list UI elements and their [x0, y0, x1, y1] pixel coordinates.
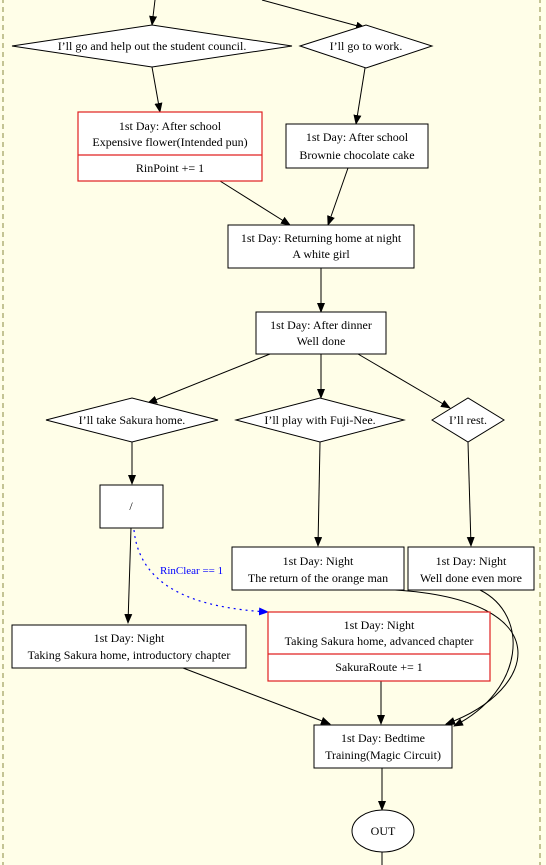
node-returning-home[interactable]: 1st Day: Returning home at night A white… — [227, 224, 415, 269]
node-after-school-flower[interactable]: 1st Day: After school Expensive flower(I… — [77, 111, 263, 182]
advanced-subtitle: Taking Sakura home, advanced chapter — [285, 634, 474, 648]
returning-subtitle: A white girl — [292, 247, 350, 261]
edge-dinner-to-sakura — [147, 353, 271, 404]
decision-go-work[interactable]: I’ll go to work. — [298, 24, 434, 69]
orange-subtitle: The return of the orange man — [248, 571, 388, 585]
edge-fuji-to-orange — [314, 441, 323, 547]
node-night-advanced[interactable]: 1st Day: Night Taking Sakura home, advan… — [267, 611, 491, 682]
slash-label: / — [129, 499, 133, 513]
decision-sakura-label: I’ll take Sakura home. — [79, 413, 186, 427]
intro-subtitle: Taking Sakura home, introductory chapter — [28, 648, 231, 662]
edge-intro-to-bedtime — [182, 667, 331, 725]
out-label: OUT — [371, 824, 396, 838]
edge-council-to-flower — [151, 66, 163, 113]
decision-take-sakura-home[interactable]: I’ll take Sakura home. — [45, 397, 219, 443]
edge-brownie-to-returning — [327, 167, 349, 226]
bedtime-title: 1st Day: Bedtime — [341, 731, 425, 745]
edges — [124, 0, 519, 865]
decision-rest-label: I’ll rest. — [449, 413, 487, 427]
node-night-intro[interactable]: 1st Day: Night Taking Sakura home, intro… — [11, 624, 247, 669]
welldone-title: 1st Day: Night — [436, 554, 507, 568]
decision-fuji-label: I’ll play with Fuji-Nee. — [264, 413, 375, 427]
node-night-well-done[interactable]: 1st Day: Night Well done even more — [407, 546, 535, 591]
edge-slash-to-advanced — [133, 529, 269, 616]
edge-rest-to-welldone — [466, 441, 475, 547]
returning-title: 1st Day: Returning home at night — [241, 231, 402, 245]
flower-effect: RinPoint += 1 — [136, 161, 204, 175]
decision-play-fuji-nee[interactable]: I’ll play with Fuji-Nee. — [234, 397, 406, 443]
intro-title: 1st Day: Night — [94, 631, 165, 645]
flower-title: 1st Day: After school — [119, 119, 222, 133]
dinner-title: 1st Day: After dinner — [270, 318, 372, 332]
node-night-orange[interactable]: 1st Day: Night The return of the orange … — [231, 546, 405, 591]
orange-title: 1st Day: Night — [283, 554, 354, 568]
node-after-school-brownie[interactable]: 1st Day: After school Brownie chocolate … — [285, 123, 429, 169]
edge-label-rin-clear: RinClear == 1 — [160, 565, 223, 577]
decision-help-council[interactable]: I’ll go and help out the student council… — [11, 24, 293, 68]
edge-into-go-work — [261, 0, 366, 30]
edge-work-to-brownie — [353, 67, 366, 125]
welldone-subtitle: Well done even more — [420, 571, 522, 585]
node-slash[interactable]: / — [99, 484, 164, 529]
flower-subtitle: Expensive flower(Intended pun) — [92, 135, 247, 149]
decision-rest[interactable]: I’ll rest. — [431, 397, 505, 443]
node-bedtime[interactable]: 1st Day: Bedtime Training(Magic Circuit) — [313, 724, 453, 769]
bedtime-subtitle: Training(Magic Circuit) — [325, 748, 441, 762]
edge-slash-to-intro — [124, 527, 133, 624]
brownie-subtitle: Brownie chocolate cake — [299, 148, 414, 162]
edge-into-help-council — [149, 0, 158, 26]
edge-welldone-to-bedtime — [453, 589, 514, 727]
advanced-title: 1st Day: Night — [344, 618, 415, 632]
advanced-effect: SakuraRoute += 1 — [335, 660, 423, 674]
edge-dinner-to-rest — [357, 353, 451, 409]
decision-help-council-label: I’ll go and help out the student council… — [58, 39, 247, 53]
brownie-title: 1st Day: After school — [306, 130, 409, 144]
node-after-dinner[interactable]: 1st Day: After dinner Well done — [255, 311, 387, 355]
decision-go-work-label: I’ll go to work. — [330, 39, 403, 53]
dinner-subtitle: Well done — [297, 334, 346, 348]
edge-orange-to-bedtime — [394, 589, 519, 725]
edge-flower-to-returning — [219, 180, 291, 226]
node-out[interactable]: OUT — [351, 809, 415, 853]
